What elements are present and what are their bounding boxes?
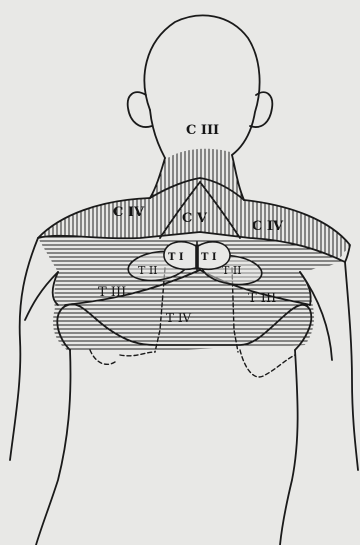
label-t2-left: T II: [138, 264, 158, 277]
label-c4-right: C IV: [252, 219, 284, 234]
label-c3: C III: [186, 123, 219, 138]
label-t1-right: T I: [201, 252, 217, 263]
label-t2-right: T II: [222, 264, 242, 277]
label-c4-left: C IV: [113, 205, 145, 220]
label-c5: C V: [182, 211, 208, 226]
label-t3-left: T III: [98, 285, 126, 300]
label-t3-right: T III: [248, 291, 276, 306]
label-t4: T IV: [166, 311, 192, 325]
label-t1-left: T I: [168, 252, 184, 263]
